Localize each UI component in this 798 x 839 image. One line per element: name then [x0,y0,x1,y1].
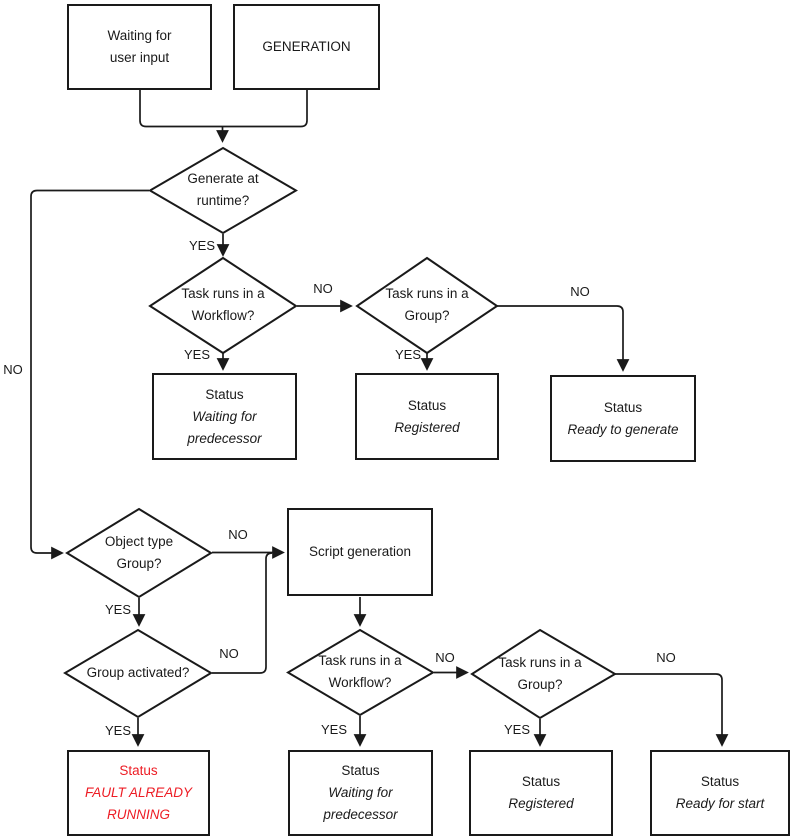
status-value: Registered [508,796,574,811]
edge-label-no-group2: NO [656,650,676,665]
edge-label-yes-workflow2: YES [320,722,347,737]
status-title: Status [205,386,244,402]
edge-no-to-object-type-group [30,189,149,560]
status-ready-to-generate: Status Ready to generate [550,375,696,462]
node-text: Waiting for [107,28,172,43]
status-registered-2: Status Registered [469,750,613,836]
decision-generate-at-runtime-shape [148,146,298,235]
status-value: Registered [394,419,460,435]
node-text: user input [109,50,170,65]
status-waiting-for-predecessor-1: Status Waiting for predecessor [152,373,297,460]
status-value: Waiting for [192,408,257,424]
status-title: Status [521,774,561,789]
status-value: FAULT ALREADY [84,785,193,800]
edge-label-no-workflow1: NO [313,281,333,296]
edge-label-yes-generate-runtime: YES [188,238,215,253]
decision-object-type-group-shape [65,507,213,599]
edge-label-no-workflow2: NO [435,650,455,665]
status-fault-already-running: Status FAULT ALREADY RUNNING [67,750,210,836]
status-value: RUNNING [107,807,170,822]
status-ready-for-start: Status Ready for start [650,750,790,836]
decision-group-activated-shape [63,628,213,719]
status-value: predecessor [187,430,262,446]
decision-task-runs-in-group-2-shape [470,628,617,720]
process-generation: GENERATION [233,4,380,90]
status-waiting-for-predecessor-2: Status Waiting for predecessor [288,750,433,836]
edge-label-no-group-activated: NO [219,646,239,661]
status-title: Status [407,397,447,413]
status-title: Status [603,399,643,415]
status-value: Ready to generate [567,421,679,437]
status-value: Waiting for [328,785,393,800]
edge-label-no-object-type: NO [228,527,248,542]
edge-label-no-generate-runtime: NO [3,362,23,377]
edge-waiting-input-merge [139,90,223,128]
process-waiting-for-user-input: Waiting for user input [67,4,212,90]
edge-label-yes-workflow1: YES [183,347,210,362]
decision-task-runs-in-workflow-1-shape [148,256,298,355]
status-title: Status [341,763,380,778]
decision-task-runs-in-group-1-shape [355,256,499,355]
edge-generation-merge [222,90,308,128]
process-script-generation: Script generation [287,508,433,596]
edge-label-yes-group1: YES [394,347,421,362]
node-text: Script generation [308,544,412,559]
edge-no-join-script-generation [212,552,273,674]
edge-label-yes-group-activated: YES [104,723,131,738]
node-text: GENERATION [262,39,351,54]
status-title: Status [119,763,158,778]
edge-label-yes-group2: YES [503,722,530,737]
edge-label-no-group1: NO [570,284,590,299]
decision-task-runs-in-workflow-2-shape [286,628,435,717]
status-registered-1: Status Registered [355,373,499,460]
edge-label-yes-object-type: YES [104,602,131,617]
edge-no-to-ready-for-start [615,673,729,747]
edge-no-to-ready-to-generate [497,305,630,372]
status-title: Status [700,774,740,789]
status-value: predecessor [323,807,398,822]
status-value: Ready for start [675,796,765,811]
